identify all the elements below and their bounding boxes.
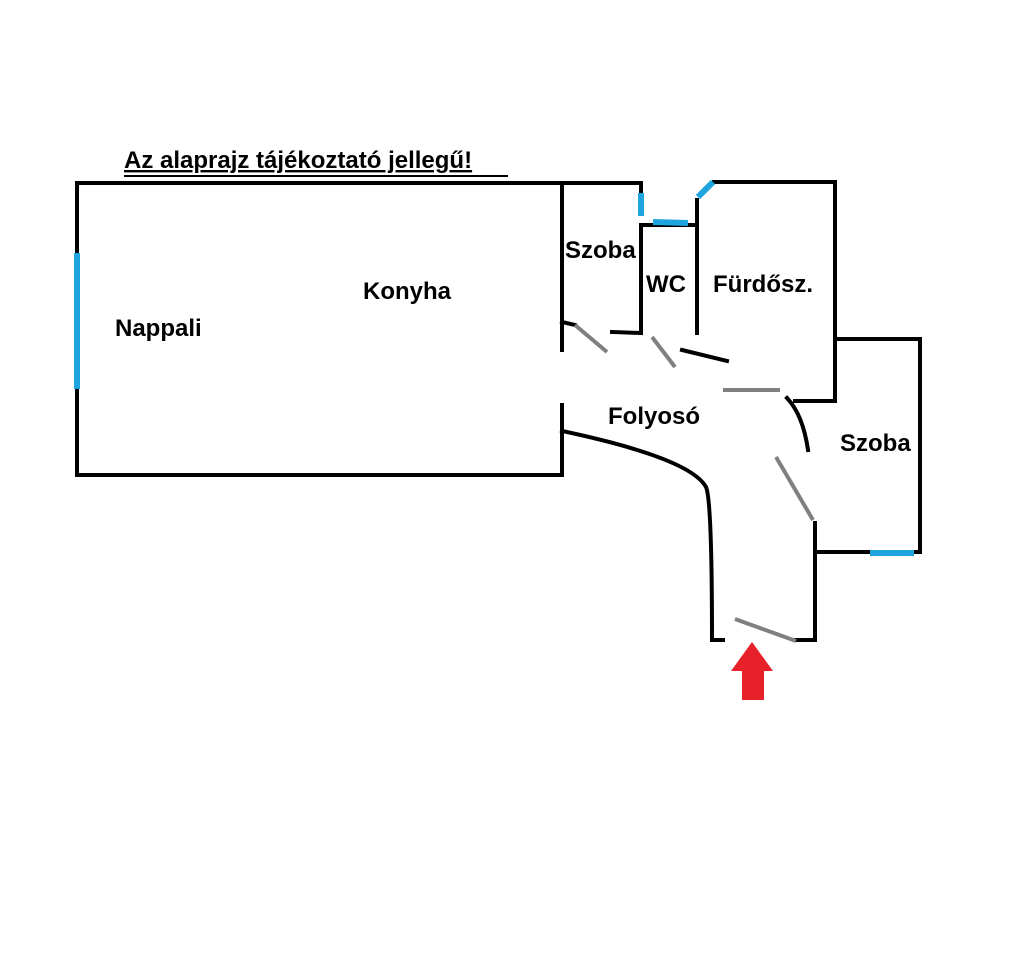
room-label-szoba-2: Szoba [840,430,911,457]
disclaimer-title: Az alaprajz tájékoztató jellegű! [124,147,472,174]
room-label-konyha: Konyha [363,278,452,305]
right-room-walls [793,337,922,642]
windows [74,179,914,556]
arrow-up-icon [731,642,773,700]
doors [573,323,815,643]
window-wc [652,219,689,226]
door-entrance [734,617,797,643]
door-szoba-2 [774,455,815,522]
room-label-furdo: Fürdősz. [713,271,813,298]
corridor-walls [559,395,817,642]
room-label-nappali: Nappali [115,315,202,342]
door-wc [650,335,677,369]
window-bathroom [695,179,716,200]
room-label-wc: WC [646,271,686,298]
room-label-folyoso: Folyosó [608,403,700,430]
door-szoba-1 [573,323,609,354]
room-label-szoba-1: Szoba [565,237,636,264]
